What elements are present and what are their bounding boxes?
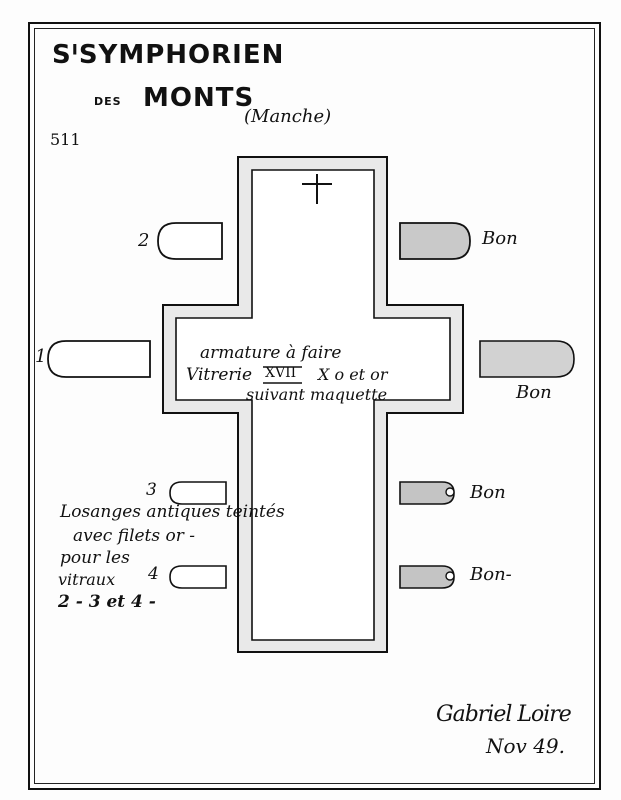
signature-date: Nov 49. bbox=[486, 734, 566, 758]
title-line-1: SᴵSYMPHORIEN bbox=[52, 40, 285, 70]
left-note-line-5: 2 - 3 et 4 - bbox=[58, 592, 156, 612]
center-note-line-2a: Vitrerie bbox=[186, 365, 253, 385]
right-label-transept: Bon bbox=[516, 382, 552, 403]
window-3-shape bbox=[169, 481, 227, 505]
center-note-line-1: armature à faire bbox=[200, 343, 342, 363]
window-right-4-marker bbox=[445, 571, 455, 581]
inner-frame bbox=[34, 28, 595, 784]
right-label-3: Bon bbox=[470, 482, 506, 503]
church-outline-inner bbox=[175, 169, 451, 641]
window-right-3-marker bbox=[445, 487, 455, 497]
reference-number: 511 bbox=[50, 130, 81, 149]
window-2-shape bbox=[157, 222, 223, 260]
window-1-shape bbox=[47, 340, 151, 378]
right-label-4: Bon- bbox=[470, 564, 512, 585]
center-note-line-2c: X o et or bbox=[318, 365, 388, 384]
right-label-upper: Bon bbox=[482, 228, 518, 249]
window-4-shape bbox=[169, 565, 227, 589]
window-number-2: 2 bbox=[138, 230, 150, 251]
title-line-2: MONTS bbox=[143, 83, 255, 113]
outer-frame bbox=[28, 22, 601, 790]
window-number-4: 4 bbox=[148, 564, 159, 584]
title-region: (Manche) bbox=[244, 106, 332, 127]
left-note-line-4: vitraux bbox=[58, 570, 116, 589]
window-right-transept-shape bbox=[479, 340, 575, 378]
left-note-line-1: Losanges antiques teintés bbox=[60, 502, 285, 522]
left-note-line-3: pour les bbox=[60, 548, 130, 568]
cross-icon bbox=[302, 174, 332, 204]
window-right-upper-shape bbox=[399, 222, 471, 260]
title-des: DES bbox=[94, 95, 122, 108]
center-note-line-3: suivant maquette bbox=[246, 385, 388, 404]
window-number-3: 3 bbox=[146, 480, 157, 500]
center-note-line-2b: XVII bbox=[265, 365, 297, 381]
signature-name: Gabriel Loire bbox=[436, 702, 572, 727]
window-number-1: 1 bbox=[35, 346, 47, 367]
left-note-line-2: avec filets or - bbox=[73, 526, 196, 546]
